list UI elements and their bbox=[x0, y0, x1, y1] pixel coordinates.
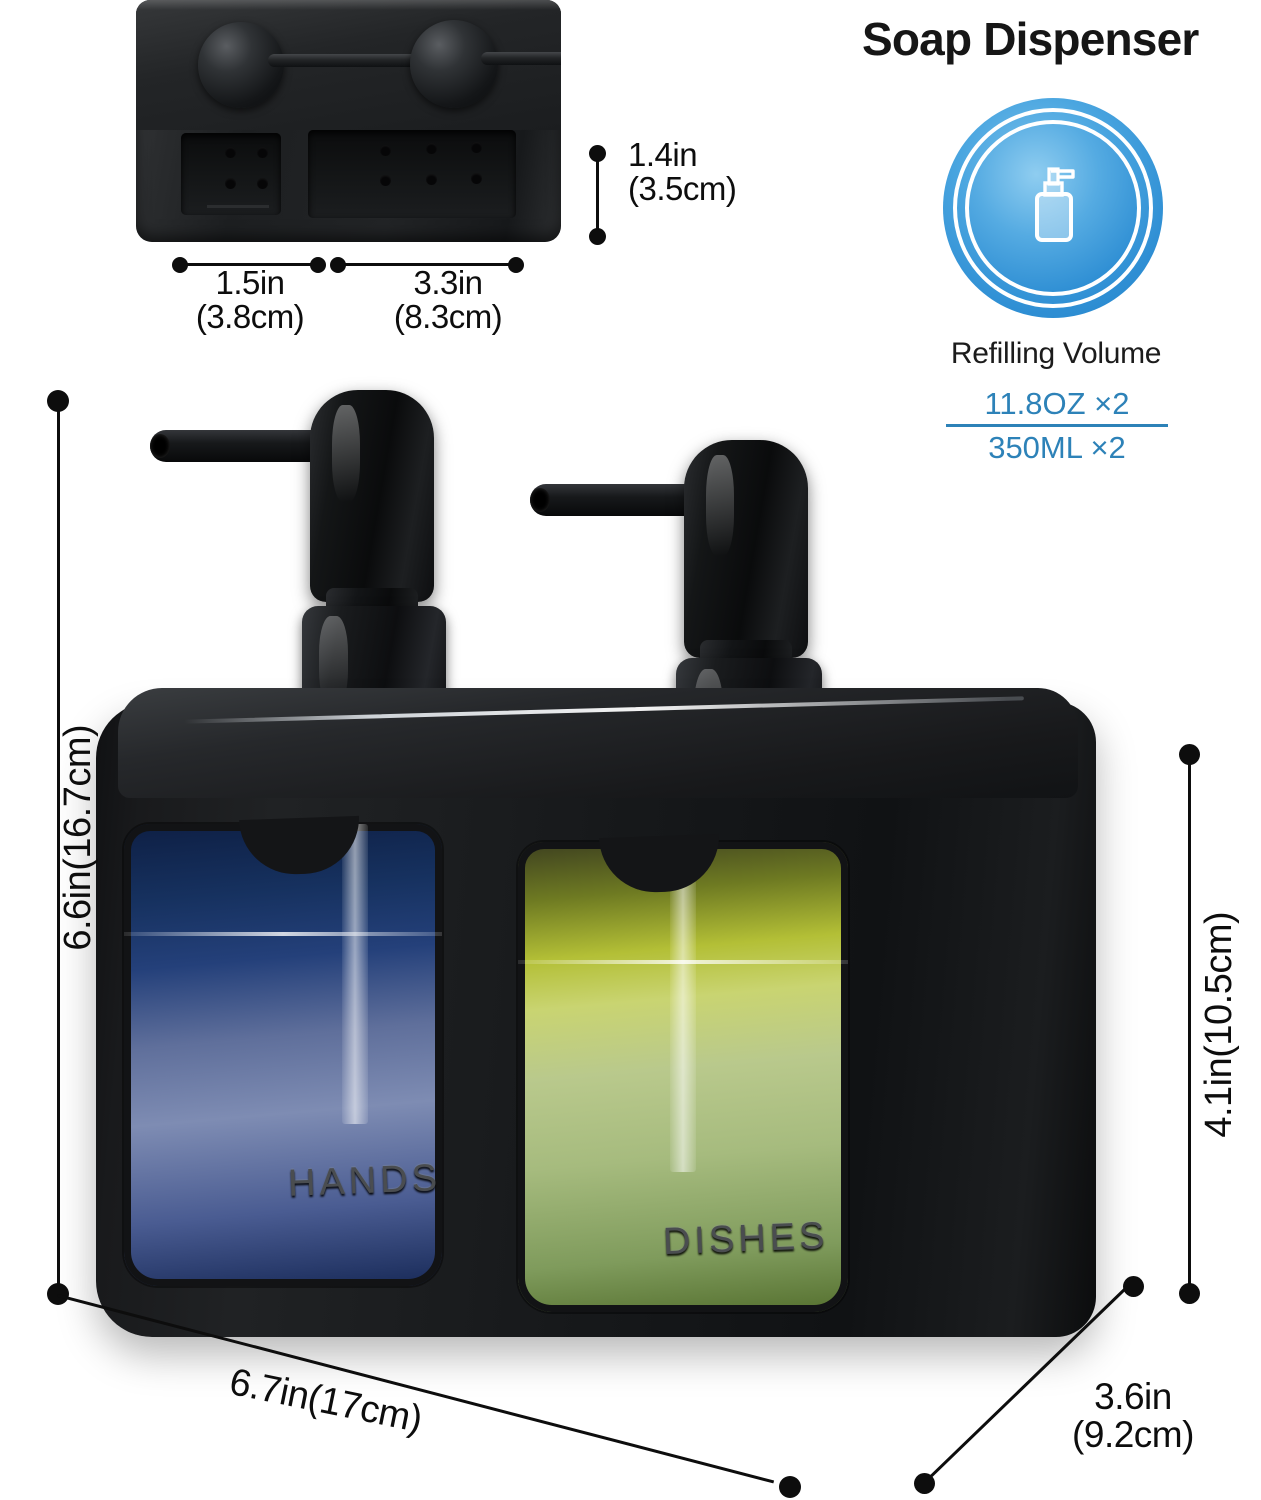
depth-inches: 1.4in bbox=[628, 136, 698, 173]
dimension-dot bbox=[589, 228, 606, 245]
slot-small-centimeters: (3.8cm) bbox=[195, 298, 305, 336]
depth-main-centimeters: (9.2cm) bbox=[1072, 1414, 1194, 1456]
embossed-label-hands: HANDS bbox=[287, 1157, 442, 1205]
slot-hole bbox=[257, 147, 268, 158]
slot-hole bbox=[225, 178, 236, 189]
bottle-window-dishes bbox=[518, 842, 848, 1312]
depth-main-inches: 3.6in bbox=[1094, 1376, 1172, 1417]
dimension-line-depth bbox=[596, 152, 599, 236]
dimension-dot bbox=[330, 257, 346, 273]
badge-ring-divider bbox=[953, 108, 1153, 308]
caddy-slot-small bbox=[181, 133, 281, 215]
badge-inner-disc bbox=[965, 120, 1141, 296]
caddy-top-sheen bbox=[136, 0, 561, 10]
pump-straw bbox=[342, 824, 368, 1124]
slot-hole bbox=[380, 175, 391, 186]
dimension-line-slot-large bbox=[336, 263, 518, 266]
slot-large-inches: 3.3in bbox=[413, 264, 483, 301]
dimension-dot bbox=[508, 257, 524, 273]
caddy-top-view-image bbox=[136, 0, 561, 242]
dimension-dot bbox=[589, 145, 606, 162]
refill-volume-label: Refilling Volume bbox=[950, 337, 1162, 370]
dimension-dot bbox=[914, 1473, 935, 1494]
volume-ml: 350ML ×2 bbox=[988, 429, 1126, 465]
liquid-surface-line bbox=[124, 932, 442, 936]
dimension-label-height: 6.6in(16.7cm) bbox=[57, 724, 100, 951]
bottle-window-hands bbox=[124, 824, 442, 1286]
slot-small-inches: 1.5in bbox=[215, 264, 285, 301]
dimension-dot bbox=[779, 1476, 801, 1498]
dimension-dot bbox=[47, 390, 69, 412]
dimension-dot bbox=[310, 257, 326, 273]
volume-oz: 11.8OZ ×2 bbox=[984, 386, 1130, 421]
dimension-label-side-height: 4.1in(10.5cm) bbox=[1198, 911, 1241, 1138]
dimension-label-depth-main: 3.6in (9.2cm) bbox=[1028, 1376, 1238, 1456]
dimension-line-height bbox=[57, 404, 60, 1294]
slot-ridge bbox=[207, 205, 269, 208]
pump-left-spout bbox=[268, 54, 444, 67]
slot-hole bbox=[426, 174, 437, 185]
dimension-label-slot-large: 3.3in (8.3cm) bbox=[378, 264, 518, 336]
dimension-line-slot-small bbox=[178, 263, 320, 266]
dimension-dot bbox=[1123, 1276, 1144, 1297]
volume-divider bbox=[946, 423, 1168, 427]
dimension-label-slot-small: 1.5in (3.8cm) bbox=[185, 264, 315, 336]
caddy-slot-large bbox=[308, 130, 516, 218]
refill-volume-values: 11.8OZ ×2 350ML ×2 bbox=[946, 385, 1168, 467]
soap-dispenser-icon bbox=[1035, 167, 1075, 242]
pump-hands-head bbox=[310, 390, 434, 602]
page-title: Soap Dispenser bbox=[862, 13, 1199, 65]
slot-hole bbox=[225, 147, 236, 158]
pump-straw bbox=[670, 842, 696, 1172]
refill-volume-badge bbox=[943, 98, 1163, 318]
dispenser-main-image: HANDS DISHES bbox=[88, 372, 1168, 1412]
depth-centimeters: (3.5cm) bbox=[628, 170, 737, 208]
pump-dishes-head bbox=[684, 440, 808, 658]
pump-right-spout bbox=[481, 52, 561, 65]
slot-hole bbox=[257, 178, 268, 189]
dimension-dot bbox=[1179, 744, 1200, 765]
slot-hole bbox=[471, 173, 482, 184]
caddy-front-deck bbox=[118, 688, 1078, 798]
dimension-line-side-height bbox=[1188, 756, 1191, 1292]
dimension-label-depth: 1.4in (3.5cm) bbox=[628, 136, 737, 208]
slot-hole bbox=[380, 145, 391, 156]
dimension-dot bbox=[1179, 1283, 1200, 1304]
slot-large-centimeters: (8.3cm) bbox=[393, 298, 503, 336]
embossed-label-dishes: DISHES bbox=[662, 1214, 830, 1264]
slot-hole bbox=[471, 142, 482, 153]
dimension-dot bbox=[172, 257, 188, 273]
slot-hole bbox=[426, 143, 437, 154]
